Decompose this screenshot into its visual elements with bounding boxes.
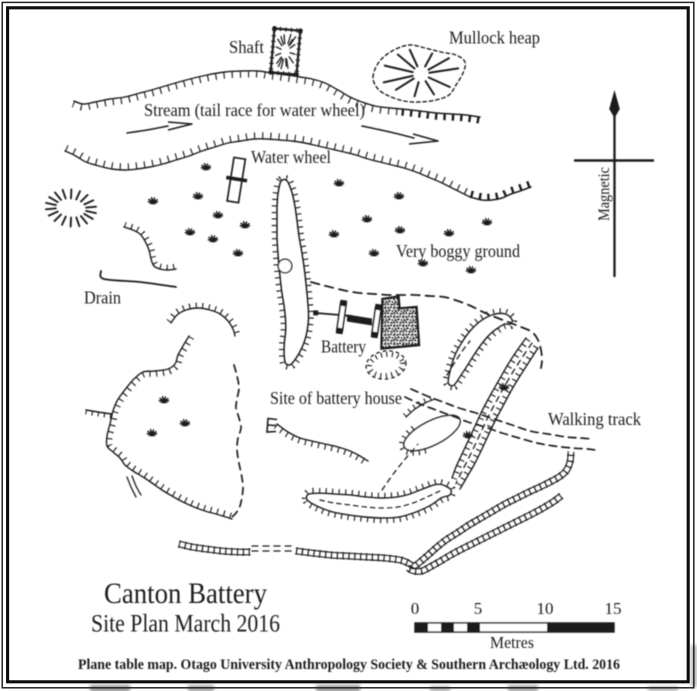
- svg-text:15: 15: [605, 599, 622, 618]
- svg-text:Battery: Battery: [321, 337, 366, 357]
- svg-text:Drain: Drain: [84, 288, 121, 308]
- svg-text:Metres: Metres: [490, 633, 534, 652]
- svg-text:5: 5: [474, 599, 483, 618]
- svg-text:Mullock heap: Mullock heap: [449, 28, 540, 48]
- svg-text:Stream (tail race for water wh: Stream (tail race for water wheel): [144, 100, 365, 120]
- svg-text:Water wheel: Water wheel: [251, 147, 331, 167]
- svg-text:Site Plan March 2016: Site Plan March 2016: [91, 611, 280, 638]
- svg-text:Very boggy ground: Very boggy ground: [396, 241, 520, 261]
- svg-text:Magnetic: Magnetic: [596, 167, 613, 221]
- svg-text:0: 0: [411, 599, 420, 618]
- svg-text:Plane table map. Otago Univers: Plane table map. Otago University Anthro…: [78, 657, 620, 673]
- svg-text:10: 10: [537, 599, 554, 618]
- svg-text:Walking track: Walking track: [548, 409, 641, 429]
- svg-text:Site of battery house: Site of battery house: [270, 388, 402, 408]
- svg-text:Canton Battery: Canton Battery: [104, 577, 267, 610]
- svg-text:Shaft: Shaft: [229, 37, 264, 57]
